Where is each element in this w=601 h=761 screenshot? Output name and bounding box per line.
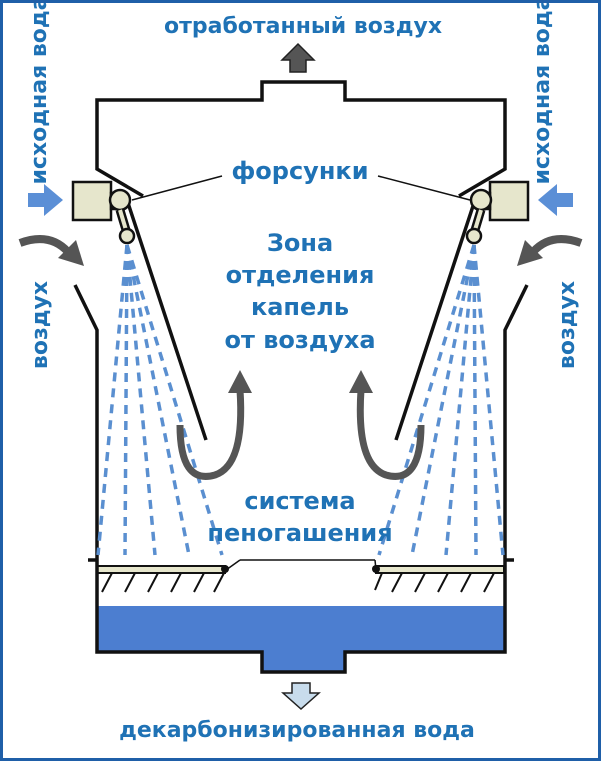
- airflow-u-arrow-right: [349, 370, 425, 480]
- funnel-wall-left: [126, 202, 208, 441]
- air-label-left: воздух: [28, 281, 53, 369]
- funnel-wall-right: [394, 202, 476, 441]
- spray-right: [377, 244, 505, 556]
- air-inlet-arrow-left: [18, 235, 84, 266]
- separation-zone-line-1: Зона: [267, 229, 333, 257]
- nozzle-right: [465, 180, 530, 245]
- inlet-arrow-left: [28, 184, 63, 216]
- source-water-label-left: исходная вода: [27, 3, 52, 185]
- water-reservoir: [97, 606, 505, 672]
- exhaust-air-label: отработанный воздух: [164, 14, 442, 39]
- separation-zone-line-3: капель: [251, 293, 349, 321]
- separation-zone-line-2: отделения: [226, 261, 375, 289]
- tower-upper-body: [95, 80, 507, 198]
- tower-bottom-outline: [95, 563, 507, 674]
- exhaust-air-arrow: [280, 42, 316, 73]
- tower-wall-left: [73, 284, 99, 563]
- spray-left: [96, 244, 224, 556]
- outlet-water-label: декарбонизированная вода: [119, 718, 475, 743]
- decarbonizer-diagram: отработанный воздух декарбонизированная …: [18, 3, 583, 743]
- foam-system-line-1: система: [244, 487, 355, 515]
- foam-system-line-2: пеногашения: [207, 519, 392, 547]
- foam-plate-left: [88, 558, 229, 593]
- nozzle-left: [71, 180, 136, 245]
- separation-zone-line-4: от воздуха: [224, 326, 375, 354]
- tower-wall-right: [503, 284, 529, 563]
- source-water-label-right: исходная вода: [530, 3, 555, 185]
- nozzles-label: форсунки: [231, 157, 368, 185]
- air-label-right: воздух: [555, 281, 580, 369]
- air-inlet-arrow-right: [517, 235, 583, 266]
- foam-plate-right: [372, 558, 514, 593]
- drain-arrow: [281, 682, 321, 711]
- airflow-u-arrow-left: [176, 370, 252, 480]
- inlet-arrow-right: [538, 184, 573, 216]
